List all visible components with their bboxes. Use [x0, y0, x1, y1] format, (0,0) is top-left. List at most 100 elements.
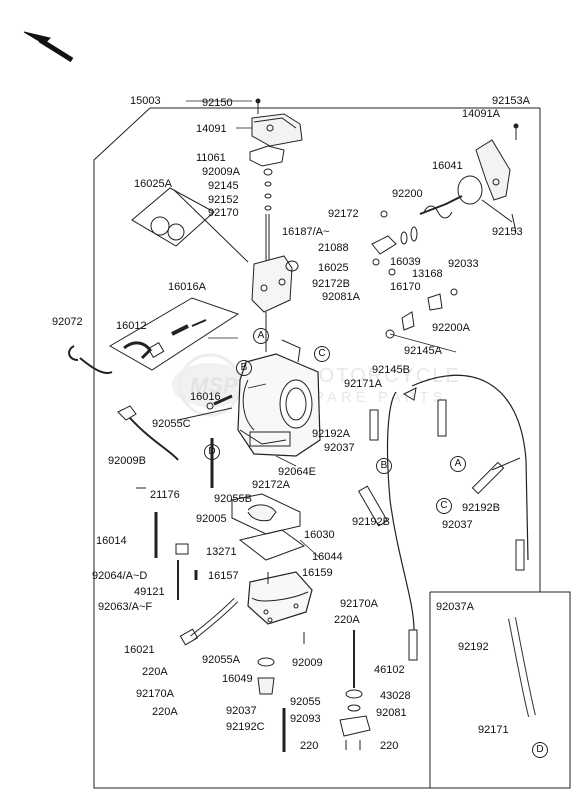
part-label: 220 — [380, 740, 399, 752]
part-label: 92009A — [202, 166, 240, 178]
direction-arrow-icon — [23, 31, 74, 63]
part-label: 92037 — [442, 519, 473, 531]
marker-c-1: C — [314, 346, 330, 362]
marker-d-2: D — [532, 742, 548, 758]
part-label: 92172 — [328, 208, 359, 220]
needle-holder — [251, 255, 299, 352]
part-label: 16014 — [96, 535, 127, 547]
part-label: 92145A — [404, 345, 442, 357]
part-label: 16016 — [190, 391, 221, 403]
needle-stack — [339, 630, 371, 750]
part-label: 92009B — [108, 455, 146, 467]
part-label: 92172B — [312, 278, 350, 290]
part-label: 92009 — [292, 657, 323, 669]
sub-frame — [429, 591, 571, 789]
marker-d-1: D — [204, 444, 220, 460]
part-label: 11061 — [196, 152, 226, 164]
part-label: 16187/A~ — [282, 226, 330, 238]
part-label: 49121 — [134, 586, 165, 598]
part-label: 92063/A~F — [98, 601, 153, 613]
part-label: 92064E — [278, 466, 316, 478]
part-label: 92171A — [344, 378, 382, 390]
part-label: 92145B — [372, 364, 410, 376]
watermark: MSP MOTORCYCLE SPARE PARTS — [172, 353, 461, 417]
part-label: 16016A — [168, 281, 206, 293]
part-label: 21088 — [318, 242, 349, 254]
part-label: 21176 — [150, 489, 180, 501]
small-hardware — [371, 210, 458, 401]
part-label: 92152 — [208, 194, 239, 206]
part-label: 220A — [142, 666, 168, 678]
part-label: 43028 — [380, 690, 411, 702]
top-cover-part — [251, 98, 303, 147]
part-label: 16039 — [390, 256, 421, 268]
marker-b-1: B — [236, 360, 252, 376]
part-label: 92192 — [458, 641, 489, 653]
part-label: 92093 — [290, 713, 321, 725]
part-label: 92200A — [432, 322, 470, 334]
part-label: 92055 — [290, 696, 321, 708]
part-label: 92153A — [492, 95, 530, 107]
part-label: 220 — [300, 740, 319, 752]
throttle-cables — [357, 374, 529, 661]
part-label: 92192C — [226, 721, 265, 733]
part-label: 92064/A~D — [92, 570, 148, 582]
slide-box — [109, 297, 240, 371]
hose-clip — [68, 345, 79, 361]
part-label: 92005 — [196, 513, 227, 525]
marker-b-2: B — [376, 458, 392, 474]
jets — [154, 438, 305, 695]
part-label: 92037 — [226, 705, 257, 717]
part-label: 92055A — [202, 654, 240, 666]
throttle-linkage — [419, 123, 519, 233]
leader-lines — [186, 100, 457, 559]
part-label: 15003 — [130, 95, 161, 107]
watermark-line-2: SPARE PARTS — [300, 389, 447, 406]
marker-c-2: C — [436, 498, 452, 514]
part-label: 16012 — [116, 320, 147, 332]
part-label: 220A — [334, 614, 360, 626]
part-label: 16025A — [134, 178, 172, 190]
part-label: 92172A — [252, 479, 290, 491]
part-label: 92055C — [152, 418, 191, 430]
part-label: 92145 — [208, 180, 239, 192]
part-label: 92033 — [448, 258, 479, 270]
part-label: 92037A — [436, 601, 474, 613]
watermark-brand: MSP — [190, 373, 238, 398]
marker-a-1: A — [253, 328, 269, 344]
part-label: 92072 — [52, 316, 83, 328]
part-label: 92170 — [208, 207, 239, 219]
part-label: 14091A — [462, 108, 500, 120]
part-label: 92200 — [392, 188, 423, 200]
part-label: 92192B — [462, 502, 500, 514]
part-label: 220A — [152, 706, 178, 718]
part-label: 92150 — [202, 97, 233, 109]
part-label: 46102 — [374, 664, 405, 676]
watermark-line-1: MOTORCYCLE — [300, 365, 461, 387]
part-label: 16041 — [432, 160, 463, 172]
part-label: 92192B — [352, 516, 390, 528]
part-label: 13271 — [206, 546, 237, 558]
part-label: 92153 — [492, 226, 523, 238]
float-bowl — [231, 493, 313, 625]
part-label: 14091 — [196, 123, 227, 135]
part-label: 92192A — [312, 428, 350, 440]
part-label: 16030 — [304, 529, 335, 541]
part-label: 92170A — [136, 688, 174, 700]
part-label: 13168 — [412, 268, 443, 280]
marker-a-2: A — [450, 456, 466, 472]
part-label: 92081A — [322, 291, 360, 303]
part-label: 92055B — [214, 493, 252, 505]
part-label: 16159 — [302, 567, 333, 579]
part-label: 16170 — [390, 281, 421, 293]
part-label: 16049 — [222, 673, 253, 685]
part-label: 92037 — [324, 442, 355, 454]
part-label: 16021 — [124, 644, 155, 656]
main-frame — [93, 107, 430, 789]
part-label: 16157 — [208, 570, 239, 582]
part-label: 16025 — [318, 262, 349, 274]
part-label: 92171 — [478, 724, 509, 736]
part-label: 16044 — [312, 551, 343, 563]
jet-needle-box — [131, 187, 249, 263]
